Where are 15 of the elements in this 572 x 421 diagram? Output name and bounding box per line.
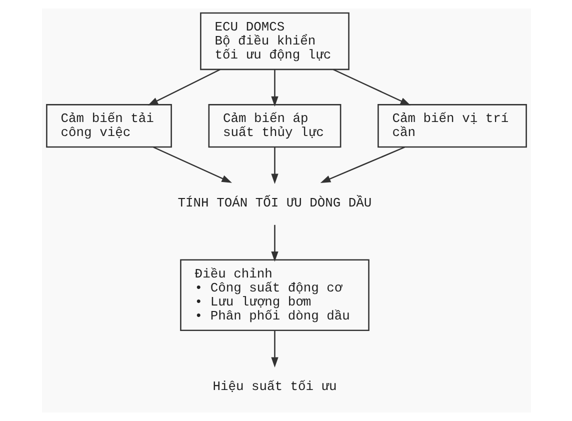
node-text: TÍNH TOÁN TỐI ƯU DÒNG DẦU [177, 196, 372, 211]
arrow [270, 147, 278, 184]
arrow [152, 146, 232, 183]
node-box: Cảm biến vị trí cần [377, 104, 526, 148]
arrow [270, 70, 278, 107]
arrow [270, 224, 278, 262]
node-box: Cảm biến áp suất thủy lực [208, 104, 341, 148]
node-text: Hiệu suất tối ưu [212, 379, 336, 394]
arrow [147, 69, 220, 106]
node-box: Điều chỉnh • Công suất động cơ • Lưu lượng bơm • Phân phối dòng dầu [180, 259, 369, 332]
node-box: ECU DOMCS Bộ điều khiển tối ưu động lực [200, 12, 349, 70]
arrow [320, 146, 404, 183]
arrow [332, 68, 410, 106]
arrow [270, 330, 278, 368]
node-box: Cảm biến tải công việc [46, 104, 172, 148]
